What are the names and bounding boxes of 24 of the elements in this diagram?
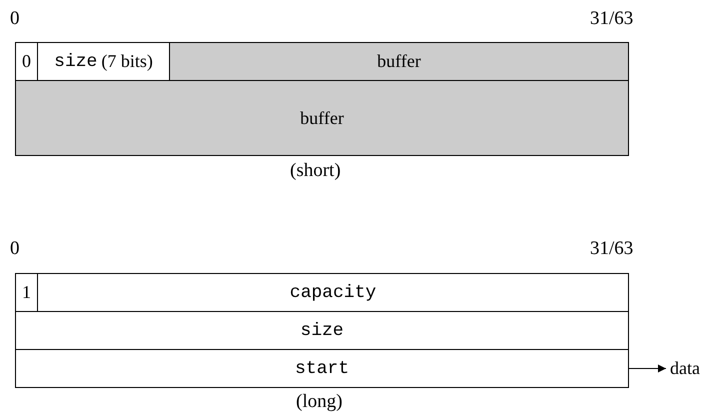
memory-field [15, 273, 38, 312]
field-text: data [670, 358, 700, 378]
field-name: capacity [290, 282, 376, 302]
field-name: size [300, 320, 344, 340]
bit-position-label: 0 [10, 8, 20, 30]
field-text: 1 [22, 282, 31, 303]
field-text: buffer [377, 51, 421, 72]
field-text: (7 bits) [101, 51, 153, 72]
memory-field [15, 311, 629, 350]
layout-caption: (long) [296, 391, 342, 413]
field-text: buffer [300, 108, 344, 128]
arrow [628, 364, 666, 372]
bit-position-label: 31/63 [590, 8, 634, 30]
field-name: size [54, 52, 98, 72]
memory-field [15, 349, 629, 388]
memory-field [15, 42, 38, 81]
memory-field [37, 273, 629, 312]
bit-position-label: 31/63 [590, 238, 634, 260]
field-text: 0 [22, 51, 31, 72]
bit-position-label: 0 [10, 238, 20, 260]
memory-field [15, 80, 629, 156]
memory-field [169, 42, 629, 81]
field-name: start [294, 358, 349, 378]
layout-caption: (short) [290, 160, 341, 182]
